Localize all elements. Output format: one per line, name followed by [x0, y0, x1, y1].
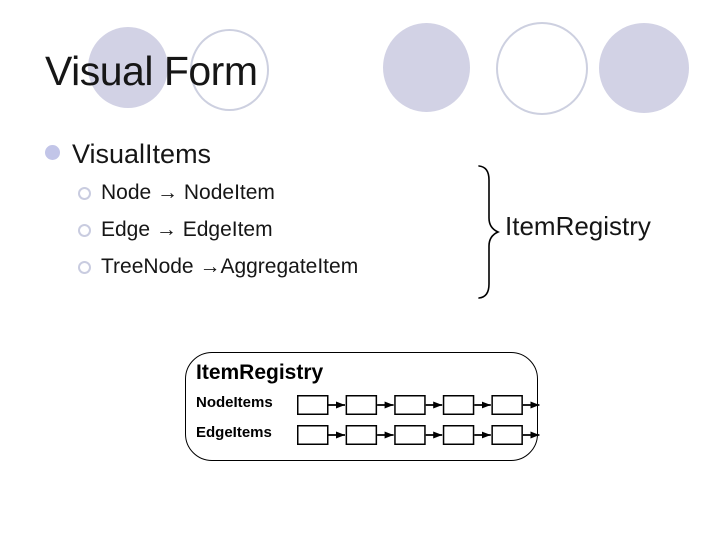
slide-title: Visual Form [45, 48, 258, 94]
registry-box-title: ItemRegistry [196, 361, 324, 384]
decorative-circle-outline-1 [190, 29, 269, 111]
registry-row-label-nodeitems: NodeItems [196, 394, 273, 411]
nodeitems-chain-diagram [297, 395, 540, 415]
bullet-main-text: VisualItems [72, 139, 212, 169]
bullet-dot-icon [45, 145, 60, 160]
sub-bullet-treenode: TreeNode →AggregateItem [101, 255, 359, 278]
sub-bullet-icon [78, 224, 91, 237]
curly-brace-icon [478, 165, 500, 299]
edgeitems-chain-diagram [297, 425, 540, 445]
brace-label: ItemRegistry [505, 211, 651, 241]
sub-bullet-edge: Edge → EdgeItem [101, 218, 273, 241]
sub-bullet-icon [78, 261, 91, 274]
decorative-circle-filled-1 [88, 27, 168, 108]
sub-bullet-node: Node → NodeItem [101, 181, 275, 204]
decorative-circle-filled-2 [383, 23, 470, 112]
sub-bullet-icon [78, 187, 91, 200]
decorative-circle-filled-3 [599, 23, 689, 113]
decorative-circle-outline-2 [496, 22, 588, 115]
registry-row-label-edgeitems: EdgeItems [196, 424, 272, 441]
